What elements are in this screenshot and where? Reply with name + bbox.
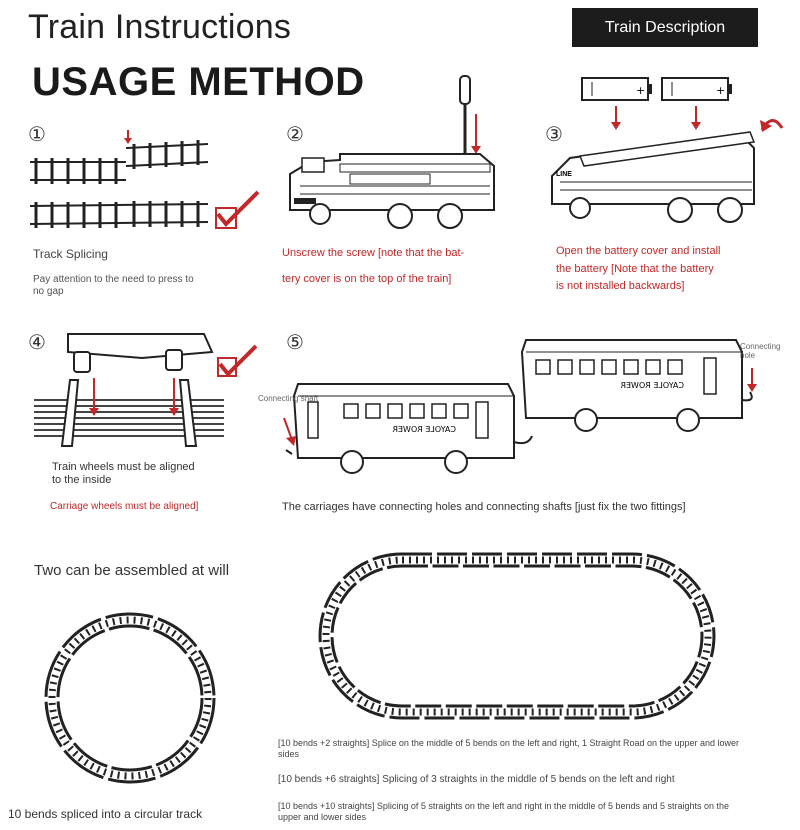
connecting-shaft-label: Connecting shaft <box>258 394 319 403</box>
battery-install-illustration: + + LINE <box>551 77 784 223</box>
step-3-number: ③ <box>545 122 563 146</box>
step-2-line-2: tery cover is on the top of the train] <box>282 273 452 285</box>
wheel-alignment-illustration <box>34 333 258 447</box>
step-5-number: ⑤ <box>286 330 304 354</box>
assembly-heading: Two can be assembled at will <box>34 562 230 579</box>
step-1-title: Track Splicing <box>33 247 108 261</box>
circle-track-caption: 10 bends spliced into a circular track <box>8 807 203 821</box>
step-1-note: Pay attention to the need to press to no… <box>33 274 194 297</box>
svg-text:+: + <box>636 84 645 97</box>
usage-method-heading: USAGE METHOD <box>32 60 365 104</box>
step-3-line-3: is not installed backwards] <box>556 280 685 292</box>
assembly-option-1: [10 bends +2 straights] Splice on the mi… <box>278 738 740 759</box>
step-3-line-1: Open the battery cover and install <box>556 245 721 257</box>
step-3-line-2: the battery [Note that the battery <box>556 263 714 275</box>
assembly-option-2: [10 bends +6 straights] Splicing of 3 st… <box>278 774 675 785</box>
track-splicing-illustration <box>29 130 260 229</box>
step-1-number: ① <box>28 122 46 146</box>
connecting-hole-label: Connecting hole <box>740 342 781 360</box>
assembly-option-3: [10 bends +10 straights] Splicing of 5 s… <box>278 801 730 822</box>
left-carriage-lettering: CAYOLE ROWER <box>392 425 456 434</box>
step-5-caption: The carriages have connecting holes and … <box>282 501 686 513</box>
svg-text:LINE: LINE <box>556 171 572 178</box>
step-2-number: ② <box>286 122 304 146</box>
circular-track-diagram <box>44 612 216 784</box>
step-4-line-2: to the inside <box>52 474 112 486</box>
right-carriage-lettering: CAYOLE ROWER <box>620 381 684 390</box>
svg-text:+: + <box>716 84 725 97</box>
locomotive-screw-illustration <box>289 75 495 229</box>
step-4-red-note: Carriage wheels must be aligned] <box>50 501 199 512</box>
step-2-line-1: Unscrew the screw [note that the bat- <box>282 247 465 259</box>
page-title: Train Instructions <box>28 8 292 46</box>
step-4-line-1: Train wheels must be aligned <box>52 461 195 473</box>
carriages-connection-illustration: CAYOLE ROWER CAYOLE ROWER <box>283 339 757 474</box>
oval-track-diagram <box>318 552 716 720</box>
step-4-number: ④ <box>28 330 46 354</box>
train-description-button[interactable]: Train Description <box>572 8 758 47</box>
